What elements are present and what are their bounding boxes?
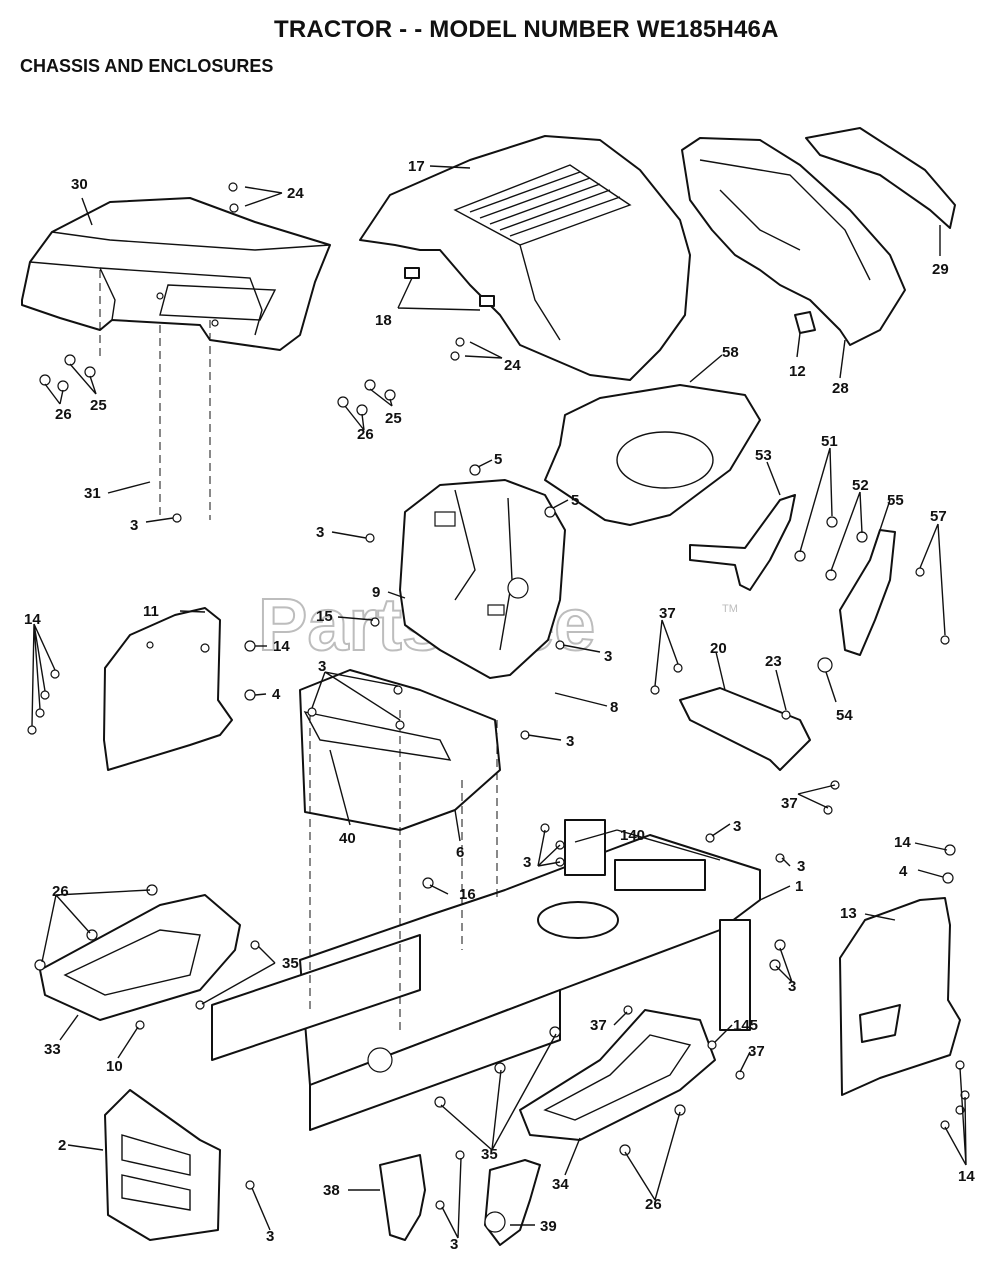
callout-24: 24	[287, 185, 304, 202]
front-plate-part	[104, 1089, 221, 1241]
callout-15: 15	[316, 608, 333, 625]
callout-8: 8	[610, 699, 618, 716]
callout-14d: 14	[958, 1168, 975, 1185]
callout-5: 5	[494, 451, 502, 468]
callout-30: 30	[71, 176, 88, 193]
callout-31: 31	[84, 485, 101, 502]
callout-52: 52	[852, 477, 869, 494]
callout-39: 39	[540, 1218, 557, 1235]
callout-51: 51	[821, 433, 838, 450]
svg-text:TM: TM	[722, 603, 738, 615]
dash-panel-part	[399, 479, 566, 679]
fasteners	[27, 182, 970, 1210]
callout-37d: 37	[748, 1043, 765, 1060]
callout-9: 9	[372, 584, 380, 601]
callout-23: 23	[765, 653, 782, 670]
callout-20: 20	[710, 640, 727, 657]
callout-37c: 37	[590, 1017, 607, 1034]
right-footrest-part	[519, 1009, 716, 1141]
callout-26: 26	[55, 406, 72, 423]
callout-37b: 37	[781, 795, 798, 812]
callout-4: 4	[272, 686, 281, 703]
right-side-panel-part	[839, 897, 961, 1096]
callout-3d: 3	[318, 658, 326, 675]
callout-29: 29	[932, 261, 949, 278]
bracket-20-part	[679, 687, 811, 771]
callout-3h: 3	[797, 858, 805, 875]
callout-35b: 35	[481, 1146, 498, 1163]
callout-11: 11	[143, 603, 159, 620]
callout-3e: 3	[566, 733, 574, 750]
callout-140: 140	[620, 827, 645, 844]
assembly-lines	[99, 270, 498, 1030]
callout-14c: 14	[894, 834, 911, 851]
callout-3j: 3	[266, 1228, 274, 1245]
callout-5b: 5	[571, 492, 579, 509]
hood-part	[359, 135, 691, 381]
callout-14: 14	[24, 611, 41, 628]
callout-54: 54	[836, 707, 853, 724]
callout-53: 53	[755, 447, 772, 464]
callout-58: 58	[722, 344, 739, 361]
main-frame-part	[211, 819, 761, 1131]
callout-38: 38	[323, 1182, 340, 1199]
callout-16: 16	[459, 886, 476, 903]
callout-3c: 3	[604, 648, 612, 665]
callout-3g: 3	[733, 818, 741, 835]
bracket-38-part	[379, 1154, 426, 1241]
callout-labels: 30 24 17 29 18 24 12 28 26 25 26 25 58 5…	[24, 158, 975, 1253]
grille-housing-part	[681, 127, 956, 346]
callout-145: 145	[733, 1017, 758, 1034]
callout-55: 55	[887, 492, 904, 509]
callout-1: 1	[795, 878, 803, 895]
callout-26b: 26	[357, 426, 374, 443]
bracket-39-part	[484, 1159, 541, 1246]
callout-17: 17	[408, 158, 425, 175]
callout-57: 57	[930, 508, 947, 525]
callout-18: 18	[375, 312, 392, 329]
page-title: TRACTOR - - MODEL NUMBER WE185H46A	[274, 16, 779, 43]
callout-37: 37	[659, 605, 676, 622]
callout-13: 13	[840, 905, 857, 922]
callout-35: 35	[282, 955, 299, 972]
callout-26d: 26	[645, 1196, 662, 1213]
rear-fender-part	[21, 197, 331, 351]
callout-24b: 24	[504, 357, 521, 374]
callout-33: 33	[44, 1041, 61, 1058]
callout-2: 2	[58, 1137, 66, 1154]
callout-25b: 25	[385, 410, 402, 427]
callout-3f: 3	[523, 854, 531, 871]
callout-3b: 3	[316, 524, 324, 541]
callout-10: 10	[106, 1058, 123, 1075]
callout-40: 40	[339, 830, 356, 847]
brackets-right-part	[689, 494, 896, 656]
callout-25: 25	[90, 397, 107, 414]
callout-34: 34	[552, 1176, 569, 1193]
callout-3k: 3	[450, 1236, 458, 1253]
leader-lines	[31, 165, 967, 1239]
shield-part	[544, 384, 761, 526]
callout-26c: 26	[52, 883, 69, 900]
callout-3a: 3	[130, 517, 138, 534]
callout-6: 6	[456, 844, 464, 861]
left-footrest-part	[39, 894, 241, 1021]
callout-12: 12	[789, 363, 806, 380]
callout-4b: 4	[899, 863, 908, 880]
callout-28: 28	[832, 380, 849, 397]
section-subtitle: CHASSIS AND ENCLOSURES	[20, 56, 274, 76]
left-side-panel-part	[103, 607, 233, 771]
callout-3i: 3	[788, 978, 796, 995]
callout-14b: 14	[273, 638, 290, 655]
